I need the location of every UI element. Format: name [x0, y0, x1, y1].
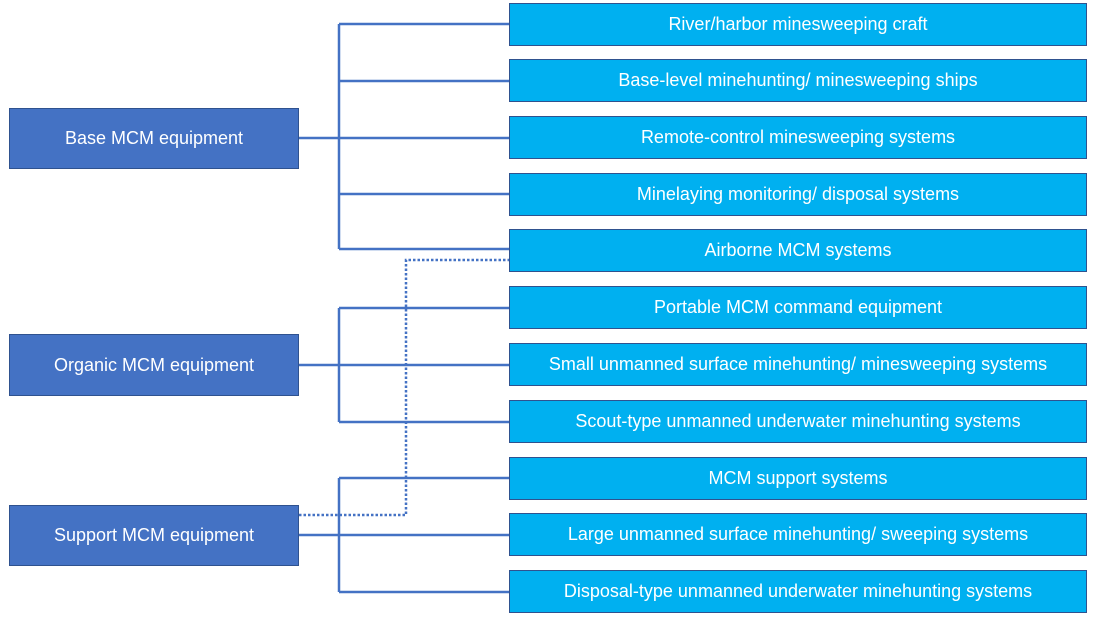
- item-label: Scout-type unmanned underwater minehunti…: [575, 411, 1021, 431]
- item-label: Airborne MCM systems: [704, 240, 892, 260]
- item-label: Large unmanned surface minehunting/ swee…: [567, 524, 1029, 544]
- item-mcm-support-systems: MCM support systems: [509, 457, 1087, 500]
- category-label: Base MCM equipment: [64, 128, 244, 148]
- item-label: MCM support systems: [708, 468, 888, 488]
- item-small-unmanned-surface-systems: Small unmanned surface minehunting/ mine…: [509, 343, 1087, 386]
- item-base-level-minehunting-ships: Base-level minehunting/ minesweeping shi…: [509, 59, 1087, 102]
- item-label: Base-level minehunting/ minesweeping shi…: [618, 70, 978, 90]
- item-large-unmanned-surface-systems: Large unmanned surface minehunting/ swee…: [509, 513, 1087, 556]
- item-label: Remote-control minesweeping systems: [640, 127, 956, 147]
- item-airborne-mcm-systems: Airborne MCM systems: [509, 229, 1087, 272]
- category-label: Support MCM equipment: [53, 525, 255, 545]
- category-base-mcm-equipment: Base MCM equipment: [9, 108, 299, 169]
- item-minelaying-monitoring-disposal-systems: Minelaying monitoring/ disposal systems: [509, 173, 1087, 216]
- item-label: Minelaying monitoring/ disposal systems: [636, 184, 960, 204]
- item-label: River/harbor minesweeping craft: [668, 14, 928, 34]
- item-portable-mcm-command-equipment: Portable MCM command equipment: [509, 286, 1087, 329]
- category-organic-mcm-equipment: Organic MCM equipment: [9, 334, 299, 396]
- item-disposal-type-unmanned-underwater-systems: Disposal-type unmanned underwater minehu…: [509, 570, 1087, 613]
- category-label: Organic MCM equipment: [53, 354, 255, 375]
- category-support-mcm-equipment: Support MCM equipment: [9, 505, 299, 566]
- item-scout-type-unmanned-underwater-systems: Scout-type unmanned underwater minehunti…: [509, 400, 1087, 443]
- item-river-harbor-minesweeping-craft: River/harbor minesweeping craft: [509, 3, 1087, 46]
- item-label: Portable MCM command equipment: [653, 297, 943, 317]
- item-label: Small unmanned surface minehunting/ mine…: [548, 354, 1048, 374]
- item-label: Disposal-type unmanned underwater minehu…: [563, 581, 1033, 601]
- item-remote-control-minesweeping-systems: Remote-control minesweeping systems: [509, 116, 1087, 159]
- connector-support-airborne-dotted: [299, 258, 509, 517]
